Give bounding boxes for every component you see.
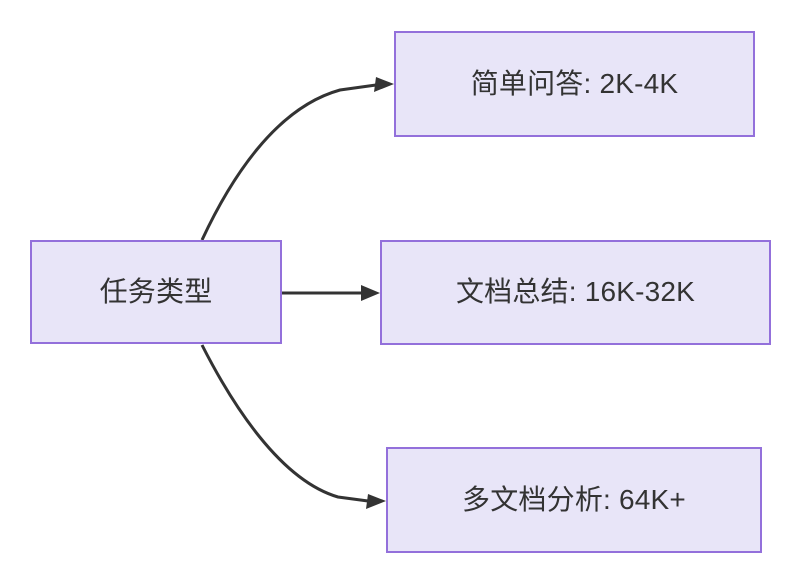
node-task-type-label: 任务类型 (99, 275, 213, 307)
edge-path-simple-qa (200, 83, 377, 241)
arrowhead-doc-summary (361, 285, 380, 301)
arrowhead-multi-doc (366, 494, 386, 509)
edge-path-multi-doc (200, 344, 369, 503)
node-doc-summary[interactable]: 文档总结: 16K-32K (380, 240, 771, 345)
edge-task-type-to-doc-summary (282, 285, 380, 301)
node-task-type[interactable]: 任务类型 (30, 240, 282, 344)
edge-task-type-to-multi-doc (200, 344, 386, 509)
node-multi-doc-label: 多文档分析: 64K+ (462, 483, 686, 515)
node-multi-doc[interactable]: 多文档分析: 64K+ (386, 447, 762, 553)
node-doc-summary-label: 文档总结: 16K-32K (455, 276, 696, 308)
arrowhead-simple-qa (374, 77, 394, 92)
edge-task-type-to-simple-qa (200, 77, 394, 241)
node-simple-qa[interactable]: 简单问答: 2K-4K (394, 31, 755, 137)
node-simple-qa-label: 简单问答: 2K-4K (470, 67, 679, 99)
